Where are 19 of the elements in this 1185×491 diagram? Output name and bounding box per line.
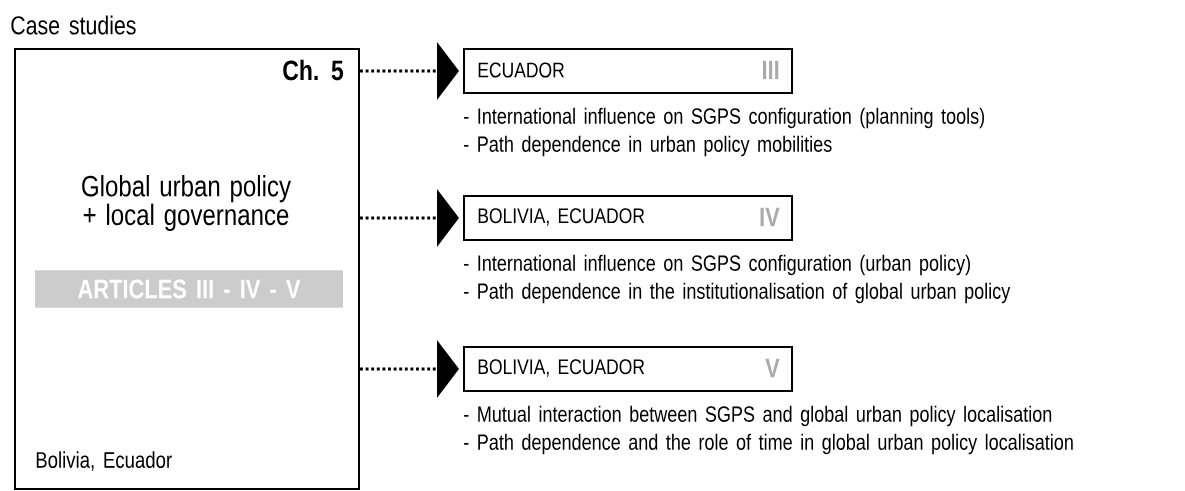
node-label: V [765, 358, 780, 378]
bullet-point: - International influence on SGPS configuration (urban policy) [464, 254, 970, 276]
node-label: III [762, 60, 779, 80]
country-box: ECUADOR III [463, 48, 793, 94]
heading: Case studies [11, 15, 136, 35]
node-label: Ch. 5 [283, 59, 344, 81]
node-label: Bolivia, Ecuador [36, 451, 172, 471]
node-label: BOLIVIA, ECUADOR [478, 208, 645, 226]
bullet-point: - Path dependence and the role of time in global urban policy localisation [464, 433, 1073, 455]
bullet-point: - Path dependence in the institutionalisation of global urban policy [464, 282, 1011, 304]
country-box: BOLIVIA, ECUADOR IV [463, 195, 793, 241]
node-label: Global urban policy + local governance [82, 174, 291, 231]
node-label: BOLIVIA, ECUADOR [478, 359, 645, 377]
country-box: BOLIVIA, ECUADOR V [463, 346, 793, 392]
node-label: IV [760, 207, 780, 227]
bullet-point: - International influence on SGPS configuration (planning tools) [464, 107, 985, 129]
bullet-point: - Path dependence in urban policy mobilities [464, 135, 832, 157]
bullet-point: - Mutual interaction between SGPS and global urban policy localisation [464, 405, 1052, 427]
node-label: ECUADOR [478, 62, 564, 78]
